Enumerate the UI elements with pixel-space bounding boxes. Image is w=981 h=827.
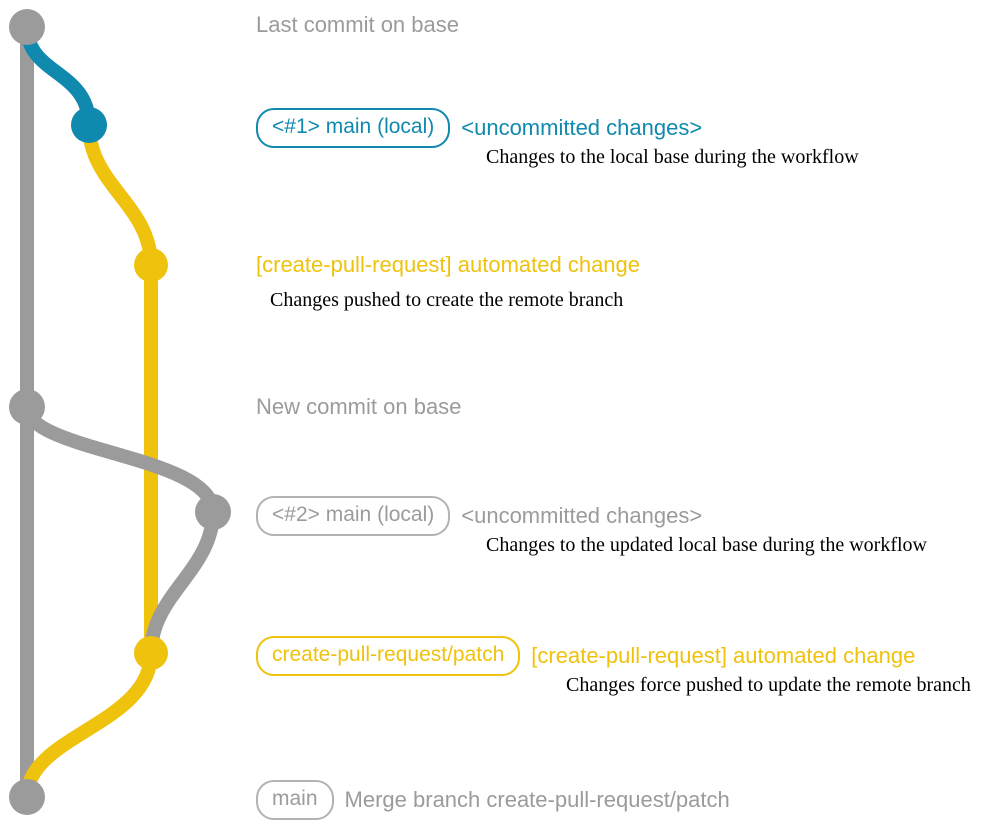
commit-message-local-1: <uncommitted changes> (461, 114, 703, 140)
edge-remote-to-merge (20, 652, 158, 798)
node-base-merge (9, 779, 45, 815)
node-remote-create (134, 248, 168, 282)
edge-local2-to-remote (144, 511, 220, 654)
row-remote-update-branch: create-pull-request/patch [create-pull-r… (256, 636, 916, 677)
commit-subtext-remote-create: Changes pushed to create the remote bran… (270, 289, 624, 311)
branch-pill-local-1[interactable]: <#1> main (local) (256, 108, 451, 149)
row-new-commit-on-base: New commit on base (256, 394, 461, 420)
node-local-1 (71, 107, 107, 143)
commit-subtext-local-2: Changes to the updated local base during… (486, 534, 927, 556)
row-remote-create-branch: [create-pull-request] automated change (256, 252, 640, 278)
node-local-2 (195, 494, 231, 530)
commit-subtext-local-1: Changes to the local base during the wor… (486, 146, 859, 168)
node-base-last (9, 9, 45, 45)
edge-base-to-local2 (20, 405, 220, 514)
commit-message-merge: Merge branch create-pull-request/patch (344, 786, 730, 812)
node-base-new (9, 389, 45, 425)
edge-local1-to-remote (82, 124, 158, 266)
commit-subtext-remote-update: Changes force pushed to update the remot… (566, 674, 971, 696)
branch-pill-local-2[interactable]: <#2> main (local) (256, 496, 451, 537)
row-local-commit-1: <#1> main (local) <uncommitted changes> (256, 108, 703, 149)
commit-message-last-commit-on-base: Last commit on base (256, 12, 459, 37)
row-local-commit-2: <#2> main (local) <uncommitted changes> (256, 496, 703, 537)
node-remote-update (134, 636, 168, 670)
commit-message-remote-update: [create-pull-request] automated change (531, 642, 916, 668)
commit-message-new-commit-on-base: New commit on base (256, 394, 462, 419)
row-merge-commit: main Merge branch create-pull-request/pa… (256, 780, 730, 821)
commit-message-local-2: <uncommitted changes> (461, 502, 703, 528)
row-last-commit-on-base: Last commit on base (256, 12, 459, 38)
commit-message-remote-create: [create-pull-request] automated change (256, 252, 641, 277)
commit-nodes (9, 9, 231, 815)
branch-pill-main[interactable]: main (256, 780, 334, 821)
branch-pill-create-pull-request-patch[interactable]: create-pull-request/patch (256, 636, 521, 677)
